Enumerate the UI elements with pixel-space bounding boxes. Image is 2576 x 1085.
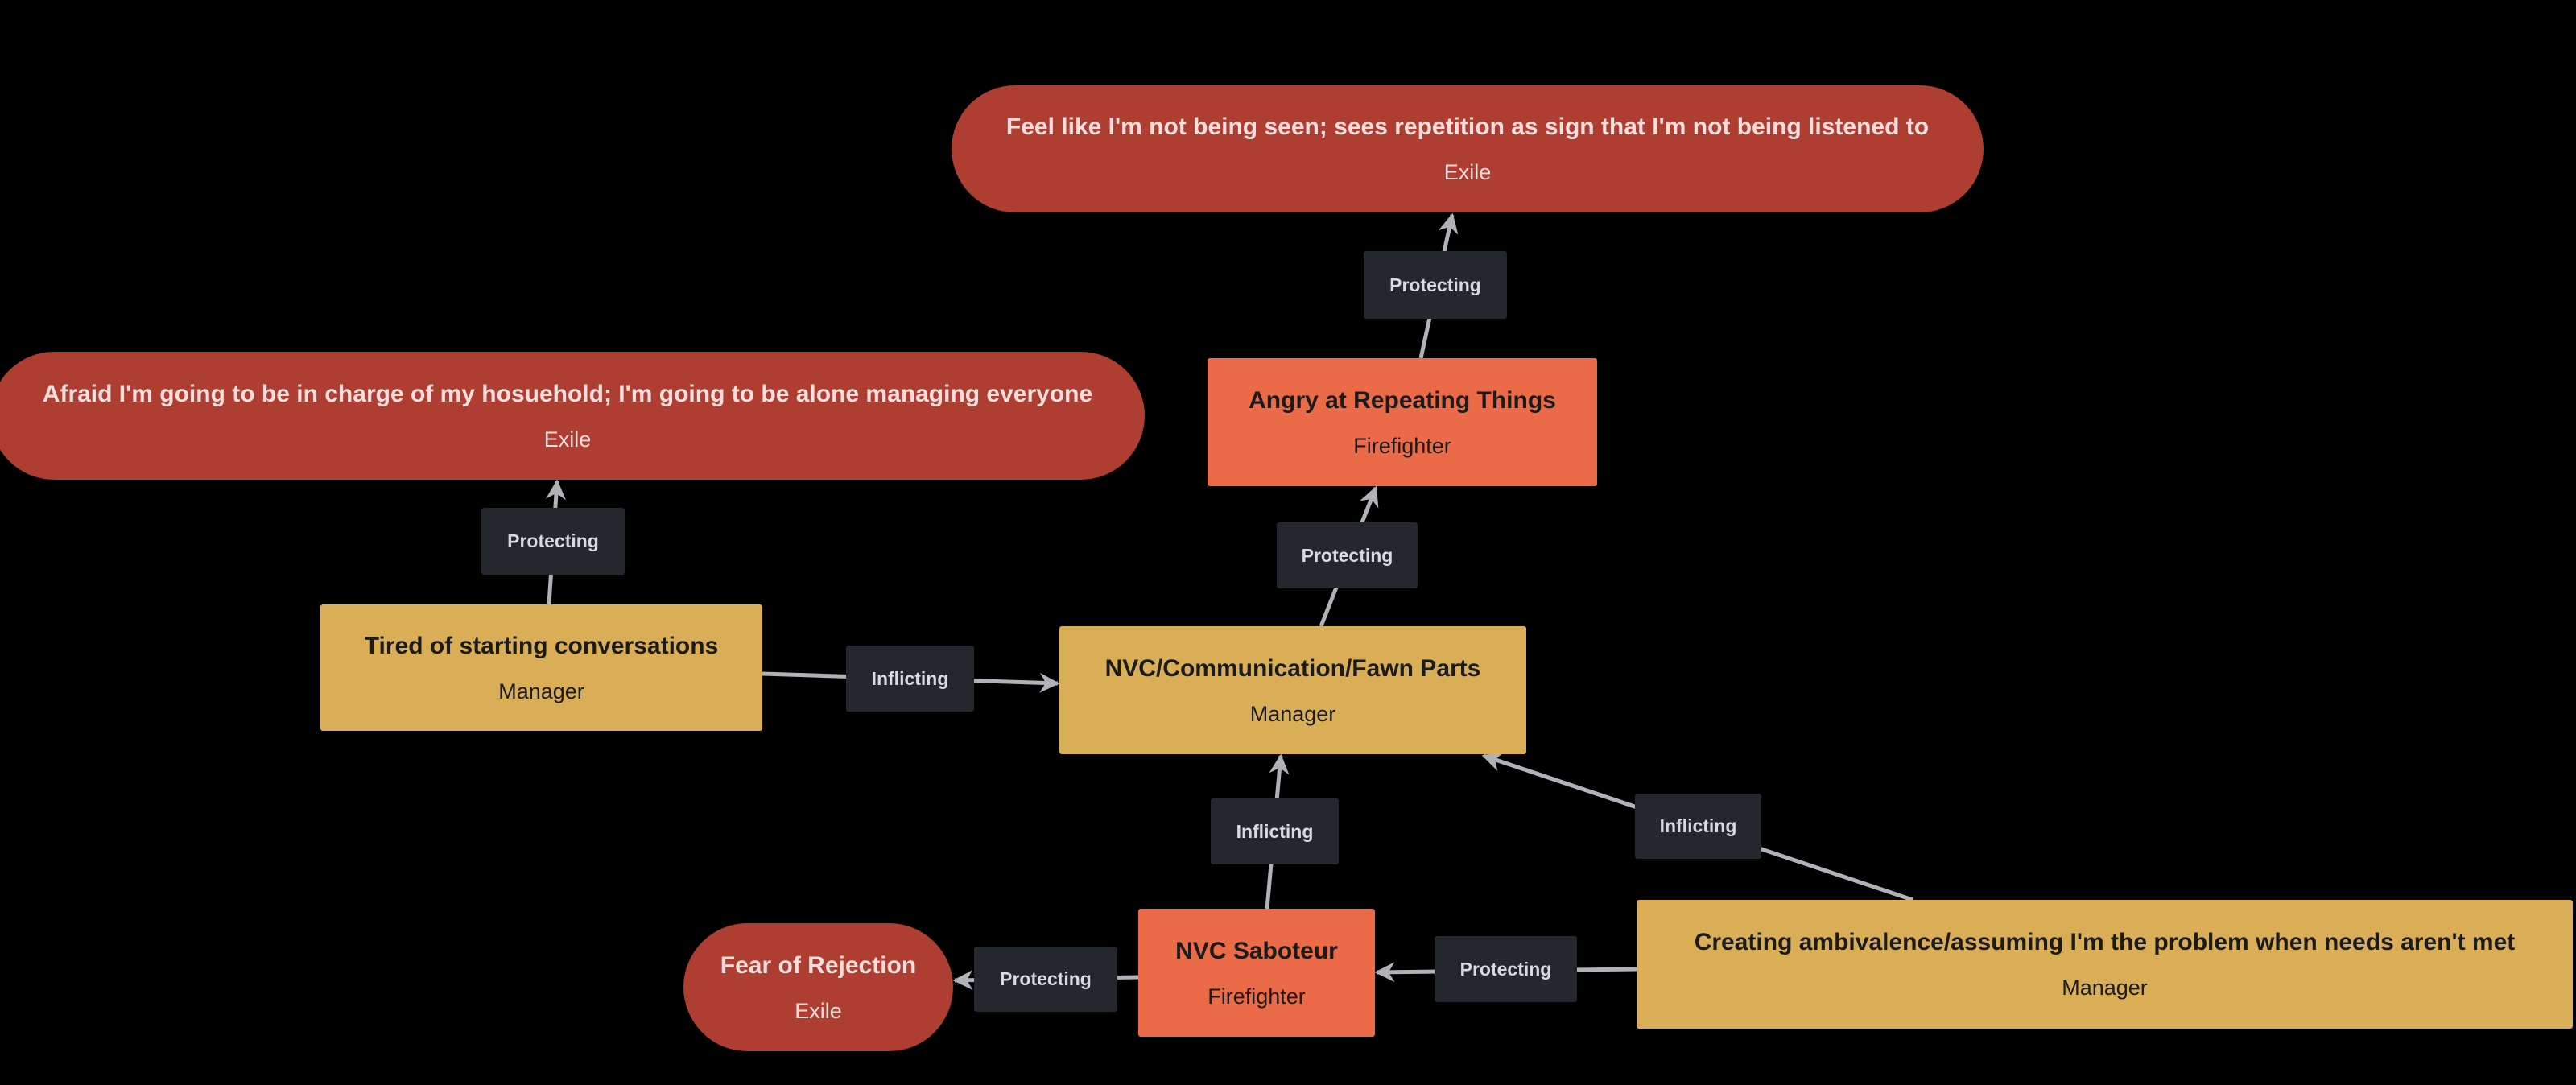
node-nvc-saboteur[interactable]: NVC Saboteur Firefighter <box>1138 909 1375 1037</box>
node-title: Angry at Repeating Things <box>1249 386 1556 414</box>
edge-label[interactable]: Protecting <box>1364 251 1507 319</box>
node-type: Manager <box>2062 976 2148 1000</box>
node-feel-not-seen[interactable]: Feel like I'm not being seen; sees repet… <box>952 85 1984 212</box>
node-type: Exile <box>795 998 842 1023</box>
node-nvc-communication[interactable]: NVC/Communication/Fawn Parts Manager <box>1059 626 1526 754</box>
node-type: Firefighter <box>1353 433 1451 458</box>
node-type: Manager <box>1249 701 1336 726</box>
node-tired-conversations[interactable]: Tired of starting conversations Manager <box>320 604 762 731</box>
edge-label[interactable]: Inflicting <box>846 646 974 712</box>
edge-label[interactable]: Protecting <box>1277 522 1418 588</box>
node-title: NVC/Communication/Fawn Parts <box>1104 654 1481 682</box>
edge-label[interactable]: Inflicting <box>1211 798 1339 864</box>
node-title: Feel like I'm not being seen; sees repet… <box>1005 113 1930 140</box>
node-fear-of-rejection[interactable]: Fear of Rejection Exile <box>683 923 953 1051</box>
node-title: NVC Saboteur <box>1175 937 1338 964</box>
node-title: Tired of starting conversations <box>364 632 719 659</box>
node-angry-repeating[interactable]: Angry at Repeating Things Firefighter <box>1208 358 1597 486</box>
node-title: Creating ambivalence/assuming I'm the pr… <box>1694 929 2516 955</box>
edge-label[interactable]: Inflicting <box>1635 794 1761 859</box>
node-creating-ambivalence[interactable]: Creating ambivalence/assuming I'm the pr… <box>1637 900 2573 1029</box>
node-title: Afraid I'm going to be in charge of my h… <box>42 380 1093 407</box>
node-type: Firefighter <box>1208 984 1306 1009</box>
node-type: Exile <box>1443 160 1492 184</box>
node-type: Manager <box>498 679 584 703</box>
edge-label[interactable]: Protecting <box>1435 936 1577 1002</box>
node-afraid-in-charge[interactable]: Afraid I'm going to be in charge of my h… <box>0 352 1145 480</box>
edge-label[interactable]: Protecting <box>481 508 625 575</box>
node-type: Exile <box>543 427 592 452</box>
edge-label[interactable]: Protecting <box>974 947 1117 1012</box>
node-title: Fear of Rejection <box>720 951 917 979</box>
